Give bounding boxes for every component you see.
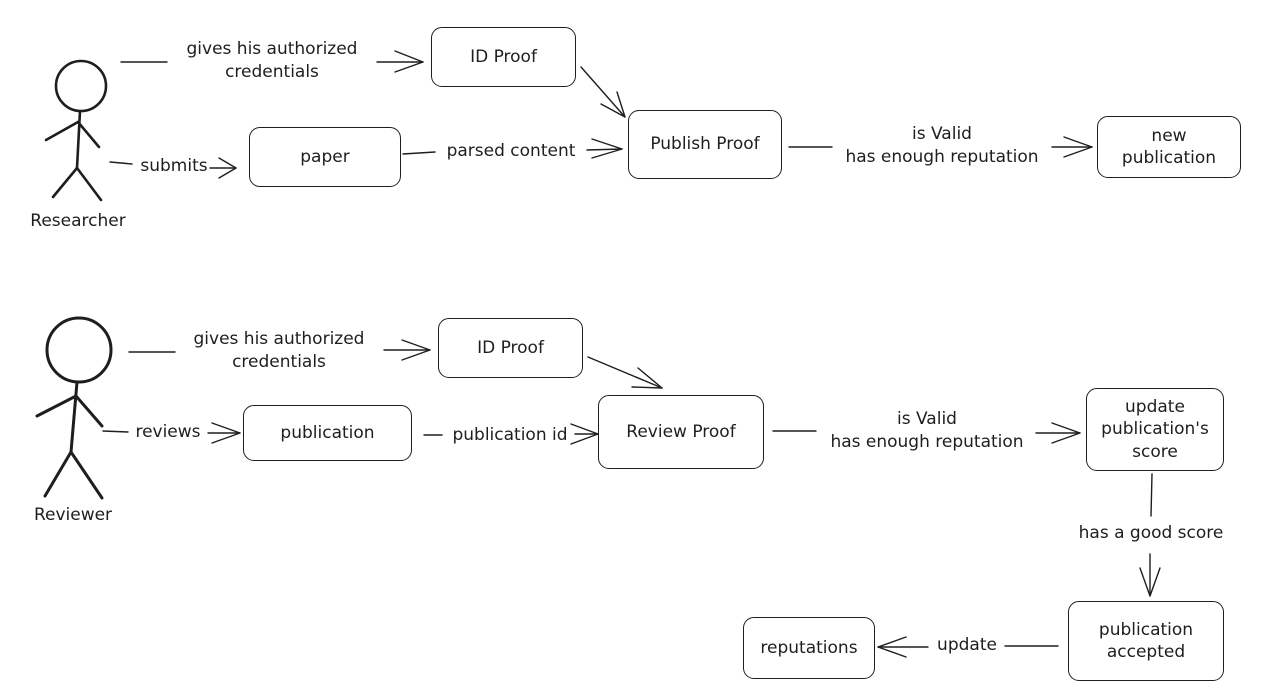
researcher-left-arm	[44, 120, 80, 142]
researcher-right-leg	[75, 166, 103, 202]
researcher-label: Researcher	[30, 211, 126, 231]
reviewer-body	[69, 380, 79, 454]
edge-researcher-credentials	[120, 50, 424, 73]
reviewer-left-arm	[35, 394, 78, 418]
reviews-label: reviews	[135, 422, 201, 442]
reviewer-figure	[35, 316, 113, 500]
id-proof-node-bottom[interactable]: ID Proof	[438, 318, 583, 378]
researcher-credentials-label: gives his authorized credentials	[186, 39, 358, 82]
reviewer-left-leg	[43, 450, 73, 498]
edge-researcher-submits	[109, 157, 237, 179]
edge-paper-publish	[402, 138, 623, 159]
edge-accepted-reputations	[877, 636, 1059, 658]
publication-accepted-node[interactable]: publication accepted	[1068, 601, 1224, 681]
review-proof-node[interactable]: Review Proof	[598, 395, 764, 469]
publish-proof-node[interactable]: Publish Proof	[628, 110, 782, 179]
reviewer-head	[45, 316, 113, 384]
reviewer-right-arm	[74, 394, 104, 428]
review-valid-label: is Valid has enough reputation	[830, 409, 1024, 452]
submits-label: submits	[140, 156, 208, 176]
update-label: update	[937, 635, 997, 655]
id-proof-node-top[interactable]: ID Proof	[431, 27, 576, 87]
edge-reviewer-credentials	[128, 339, 431, 361]
researcher-left-leg	[51, 166, 79, 199]
researcher-figure	[44, 59, 108, 202]
reputations-node[interactable]: reputations	[743, 617, 875, 679]
reviewer-label: Reviewer	[33, 505, 113, 525]
researcher-right-arm	[76, 120, 101, 149]
edge-idproof-review	[587, 356, 663, 389]
parsed-content-label: parsed content	[446, 141, 576, 161]
edge-reviewer-reviews	[102, 422, 241, 444]
researcher-head	[54, 59, 108, 113]
publication-id-label: publication id	[452, 425, 568, 445]
update-score-node[interactable]: update publication's score	[1086, 388, 1224, 471]
publish-valid-label: is Valid has enough reputation	[845, 124, 1039, 167]
edge-update-accepted	[1139, 473, 1161, 597]
new-publication-node[interactable]: new publication	[1097, 116, 1241, 178]
edge-publish-newpub	[788, 136, 1093, 158]
paper-node[interactable]: paper	[249, 127, 401, 187]
edge-idproof-publish	[580, 66, 626, 118]
good-score-label: has a good score	[1078, 523, 1224, 543]
reviewer-right-leg	[69, 450, 104, 500]
publication-node[interactable]: publication	[243, 405, 412, 461]
reviewer-credentials-label: gives his authorized credentials	[193, 329, 365, 372]
edge-review-update	[772, 422, 1081, 444]
researcher-body	[75, 109, 82, 170]
